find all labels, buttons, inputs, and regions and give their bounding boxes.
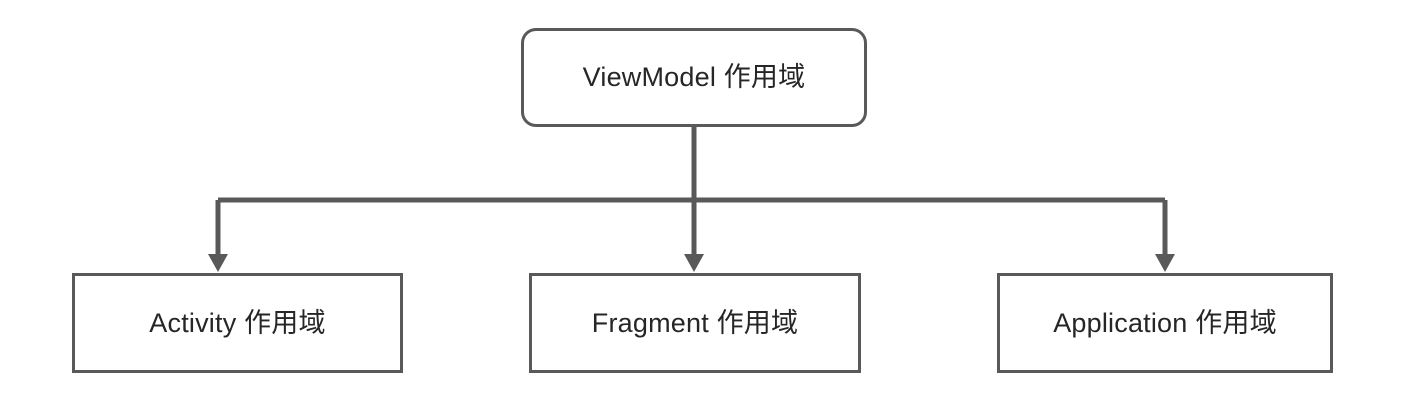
node-fragment-scope-label: Fragment 作用域 [591, 307, 799, 338]
arrowhead-fragment-icon [684, 254, 704, 272]
arrowhead-application-icon [1155, 254, 1175, 272]
node-activity-scope-label: Activity 作用域 [149, 307, 326, 338]
node-fragment-scope[interactable]: Fragment 作用域 [529, 273, 861, 373]
node-viewmodel-scope[interactable]: ViewModel 作用域 [521, 28, 867, 127]
node-activity-scope[interactable]: Activity 作用域 [72, 273, 403, 373]
node-application-scope[interactable]: Application 作用域 [997, 273, 1333, 373]
arrowhead-activity-icon [208, 254, 228, 272]
node-application-scope-label: Application 作用域 [1053, 307, 1277, 338]
node-viewmodel-scope-label: ViewModel 作用域 [582, 62, 806, 93]
